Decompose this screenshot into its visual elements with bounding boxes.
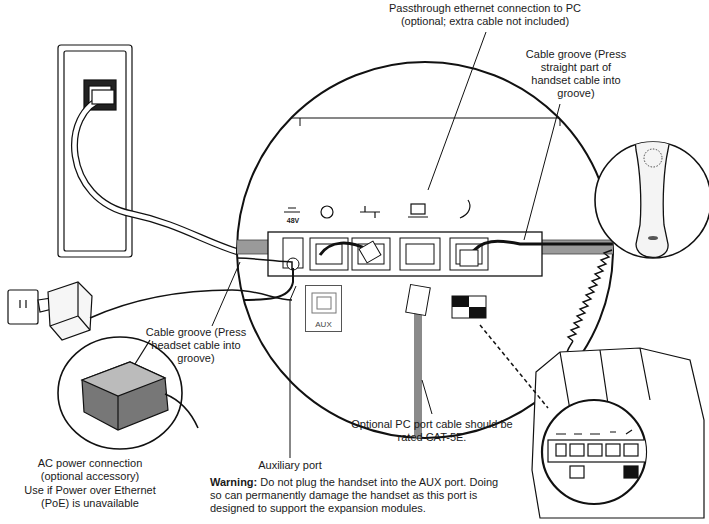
phone-base-inset [532, 348, 704, 518]
callout-label: 48V [281, 217, 305, 225]
callout-label: Optional PC port cable should be rated C… [340, 418, 524, 444]
callout-label: Use if Power over Ethernet (PoE) is unav… [12, 484, 168, 510]
leader-lines [212, 32, 560, 458]
callout-label: AC power connection (optional accessory) [28, 457, 152, 483]
warning-text: Warning: [210, 476, 257, 488]
warning-note: Warning: Do not plug the handset into th… [210, 476, 512, 515]
aux-port: AUX [305, 285, 342, 332]
space [257, 476, 260, 488]
power-adapter [8, 282, 292, 449]
wall-plate [58, 45, 132, 257]
callout-label: Cable groove (Press headset cable into g… [140, 326, 252, 365]
port-label: AUX [306, 320, 341, 329]
callout-label: Passthrough ethernet connection to PC (o… [380, 2, 590, 28]
callout-label: Cable groove (Press straight part of han… [520, 48, 632, 100]
callout-label: Auxiliary port [245, 459, 335, 472]
